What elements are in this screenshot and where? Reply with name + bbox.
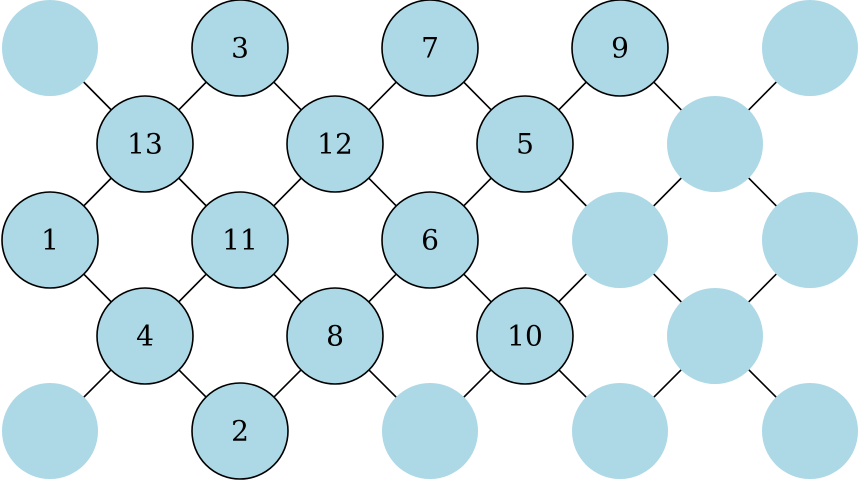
node-n2: 2: [191, 382, 289, 480]
node-circle: [571, 0, 669, 97]
node-circle: [286, 95, 384, 193]
node-n8: 8: [286, 287, 384, 385]
node-circle: [762, 0, 858, 96]
node-bl: [2, 383, 98, 479]
node-label: 11: [222, 224, 258, 257]
node-label: 7: [421, 32, 439, 65]
node-m2a: [572, 192, 668, 288]
node-n9: 9: [571, 0, 669, 97]
node-circle: [381, 0, 479, 97]
node-label: 4: [136, 320, 154, 353]
node-circle: [476, 95, 574, 193]
node-n4: 4: [96, 287, 194, 385]
node-label: 2: [231, 415, 249, 448]
node-n13: 13: [96, 95, 194, 193]
node-label: 5: [516, 128, 534, 161]
node-label: 13: [127, 128, 163, 161]
node-n10: 10: [476, 287, 574, 385]
node-label: 10: [507, 320, 543, 353]
node-r1: [667, 96, 763, 192]
node-circle: [2, 0, 98, 96]
node-tl: [2, 0, 98, 96]
node-circle: [382, 383, 478, 479]
node-n3: 3: [191, 0, 289, 97]
node-label: 8: [326, 320, 344, 353]
node-m2b: [762, 192, 858, 288]
node-b3: [762, 383, 858, 479]
node-label: 12: [317, 128, 353, 161]
node-b1: [382, 383, 478, 479]
node-circle: [1, 191, 99, 289]
node-n5: 5: [476, 95, 574, 193]
node-n12: 12: [286, 95, 384, 193]
node-r3: [667, 288, 763, 384]
node-circle: [96, 287, 194, 385]
node-circle: [572, 192, 668, 288]
node-circle: [96, 95, 194, 193]
node-circle: [476, 287, 574, 385]
node-circle: [762, 383, 858, 479]
node-circle: [667, 288, 763, 384]
node-circle: [572, 383, 668, 479]
node-n7: 7: [381, 0, 479, 97]
node-b2: [572, 383, 668, 479]
node-label: 6: [421, 224, 439, 257]
node-circle: [191, 382, 289, 480]
node-circle: [2, 383, 98, 479]
node-n11: 11: [191, 191, 289, 289]
node-circle: [286, 287, 384, 385]
node-tr: [762, 0, 858, 96]
node-label: 3: [231, 32, 249, 65]
node-circle: [667, 96, 763, 192]
node-circle: [762, 192, 858, 288]
node-n1: 1: [1, 191, 99, 289]
node-label: 9: [611, 32, 629, 65]
node-circle: [191, 0, 289, 97]
node-circle: [381, 191, 479, 289]
node-label: 1: [41, 224, 59, 257]
node-n6: 6: [381, 191, 479, 289]
node-circle: [191, 191, 289, 289]
